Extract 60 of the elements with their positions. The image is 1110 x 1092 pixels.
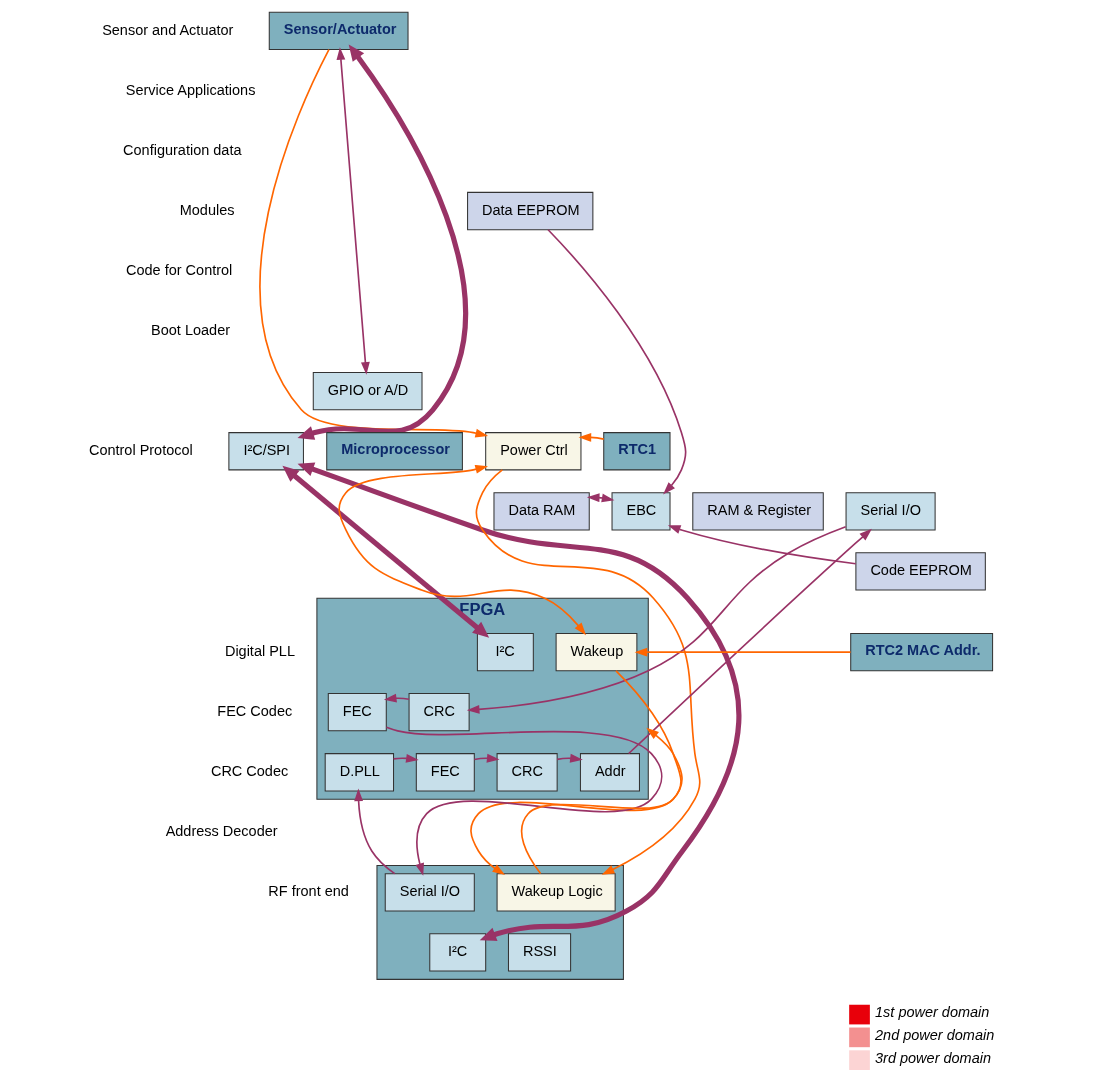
arrow xyxy=(520,727,683,875)
node-box: GPIO or A/D xyxy=(312,372,423,411)
legend-label: 2nd power domain xyxy=(875,1027,995,1044)
arrow xyxy=(282,465,490,638)
node-box: Power Ctrl xyxy=(485,432,582,471)
node-box: I²C/SPI xyxy=(228,432,304,471)
label: CRC Codec xyxy=(210,763,289,780)
node-box: CRC xyxy=(496,753,558,792)
node-box: RTC2 MAC Addr. xyxy=(850,633,994,672)
arrow xyxy=(297,462,742,942)
arrow xyxy=(627,528,872,755)
node-box: EBC xyxy=(611,492,671,531)
arrow xyxy=(634,647,852,657)
arrow xyxy=(473,753,500,763)
node-box: RSSI xyxy=(507,933,572,972)
node-box: RTC1 xyxy=(603,432,671,471)
node-box: Data RAM xyxy=(493,492,590,531)
node-box: Microprocessor xyxy=(326,432,463,471)
node-box: RAM & Register xyxy=(692,492,824,531)
label: Sensor and Actuator xyxy=(102,21,234,38)
arrow xyxy=(336,47,370,375)
arrow xyxy=(475,469,701,875)
label: RF front end xyxy=(268,883,349,900)
node-box: Addr xyxy=(579,753,640,792)
node-box: I²C xyxy=(476,633,534,672)
node-box: Wakeup Logic xyxy=(496,873,616,912)
arrow xyxy=(556,753,583,763)
arrow xyxy=(297,44,468,440)
node-box: Serial I/O xyxy=(384,873,475,912)
arrow xyxy=(667,525,857,565)
label: Code for Control xyxy=(126,261,233,278)
label: Modules xyxy=(179,201,235,218)
node-box: Wakeup xyxy=(555,633,638,672)
label: Control Protocol xyxy=(88,442,193,459)
label: Digital PLL xyxy=(224,642,295,659)
node-box: Serial I/O xyxy=(845,492,936,531)
legend-label: 1st power domain xyxy=(875,1004,990,1021)
node-box: D.PLL xyxy=(324,753,395,792)
label: Configuration data xyxy=(123,141,242,158)
arrow xyxy=(259,48,489,438)
arrow xyxy=(578,433,605,442)
node-box: FEC xyxy=(327,693,387,732)
arrow xyxy=(383,693,410,703)
arrow xyxy=(547,228,687,495)
node-box: I²C xyxy=(429,933,487,972)
arrow xyxy=(338,465,587,636)
node-box: Data EEPROM xyxy=(467,191,594,231)
arrow xyxy=(354,788,396,875)
legend-label: 3rd power domain xyxy=(875,1049,991,1066)
label: Boot Loader xyxy=(151,321,231,338)
label: FEC Codec xyxy=(217,703,293,720)
node-box: FEC xyxy=(415,753,475,792)
label: Service Applications xyxy=(125,81,256,98)
node-box: CRC xyxy=(408,693,470,732)
node-box: Sensor/Actuator xyxy=(268,11,409,50)
label: Address Decoder xyxy=(165,823,278,840)
arrow xyxy=(466,525,847,714)
node-box: Code EEPROM xyxy=(855,552,986,591)
arrow xyxy=(385,726,663,876)
arrow xyxy=(470,670,682,876)
